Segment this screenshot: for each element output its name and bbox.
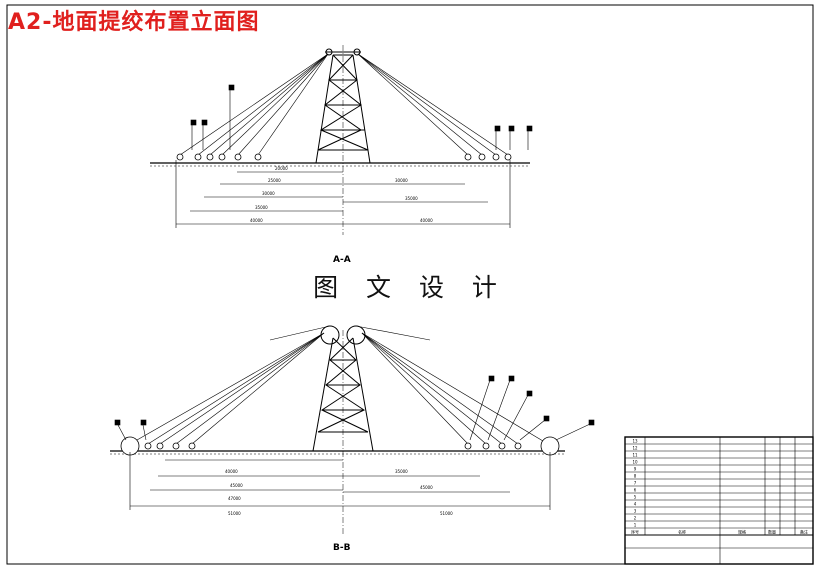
- dim-label: 35000: [395, 469, 408, 474]
- view-b-b: 40000 45000 47000 51000 35000 45000 5100…: [110, 325, 595, 553]
- dim-label: 20000: [275, 166, 288, 171]
- dim-label: 40000: [225, 469, 238, 474]
- dim-label: 35000: [255, 205, 268, 210]
- title-block-row-number: 7: [634, 480, 637, 485]
- view-label-b-b: B-B: [333, 543, 351, 553]
- title-block-row-number: 11: [632, 452, 638, 457]
- view-label-a-a: A-A: [333, 255, 351, 265]
- dim-label: 35000: [405, 196, 418, 201]
- tower-a: [315, 48, 371, 164]
- title-block-row-number: 5: [634, 494, 637, 499]
- dim-label: 47000: [228, 496, 241, 501]
- title-block-header-cell: 备注: [800, 528, 808, 534]
- dim-label: 40000: [250, 218, 263, 223]
- dim-label: 30000: [395, 178, 408, 183]
- title-block: [624, 436, 814, 565]
- title-block-header-cell: 规格: [738, 528, 746, 534]
- drawing-title: A2-地面提绞布置立面图: [8, 10, 260, 35]
- title-block-row-number: 6: [634, 487, 637, 492]
- title-block-row-number: 3: [634, 508, 637, 513]
- dim-label: 25000: [268, 178, 281, 183]
- title-block-row-number: 10: [632, 459, 638, 464]
- title-block-rows: 13 12 11 10 9 8 7 6 5 4 3 2 1序号 名称 规格 数量 备注: [625, 438, 813, 534]
- dim-label: 51000: [440, 511, 453, 516]
- sheet-frame: [6, 4, 814, 565]
- dim-label: 30000: [262, 191, 275, 196]
- title-block-row-number: 8: [634, 473, 637, 478]
- title-block-row-number: 4: [634, 501, 637, 506]
- dim-label: 40000: [420, 218, 433, 223]
- title-block-header-cell: 数量: [768, 528, 776, 534]
- dim-label: 51000: [228, 511, 241, 516]
- title-block-header-cell: 序号: [631, 528, 639, 534]
- watermark-text: 图 文 设 计: [313, 273, 507, 302]
- dim-label: 45000: [230, 483, 243, 488]
- title-block-row-number: 2: [634, 515, 637, 520]
- title-block-row-number: 13: [632, 438, 638, 443]
- view-a-a: 20000 25000 30000 35000 40000 30000 3500…: [150, 45, 533, 265]
- dim-label: 45000: [420, 485, 433, 490]
- title-block-row-number: 1: [634, 522, 637, 527]
- title-block-row-number: 9: [634, 466, 637, 471]
- title-block-row-number: 12: [632, 445, 638, 450]
- title-block-header-cell: 名称: [678, 528, 686, 534]
